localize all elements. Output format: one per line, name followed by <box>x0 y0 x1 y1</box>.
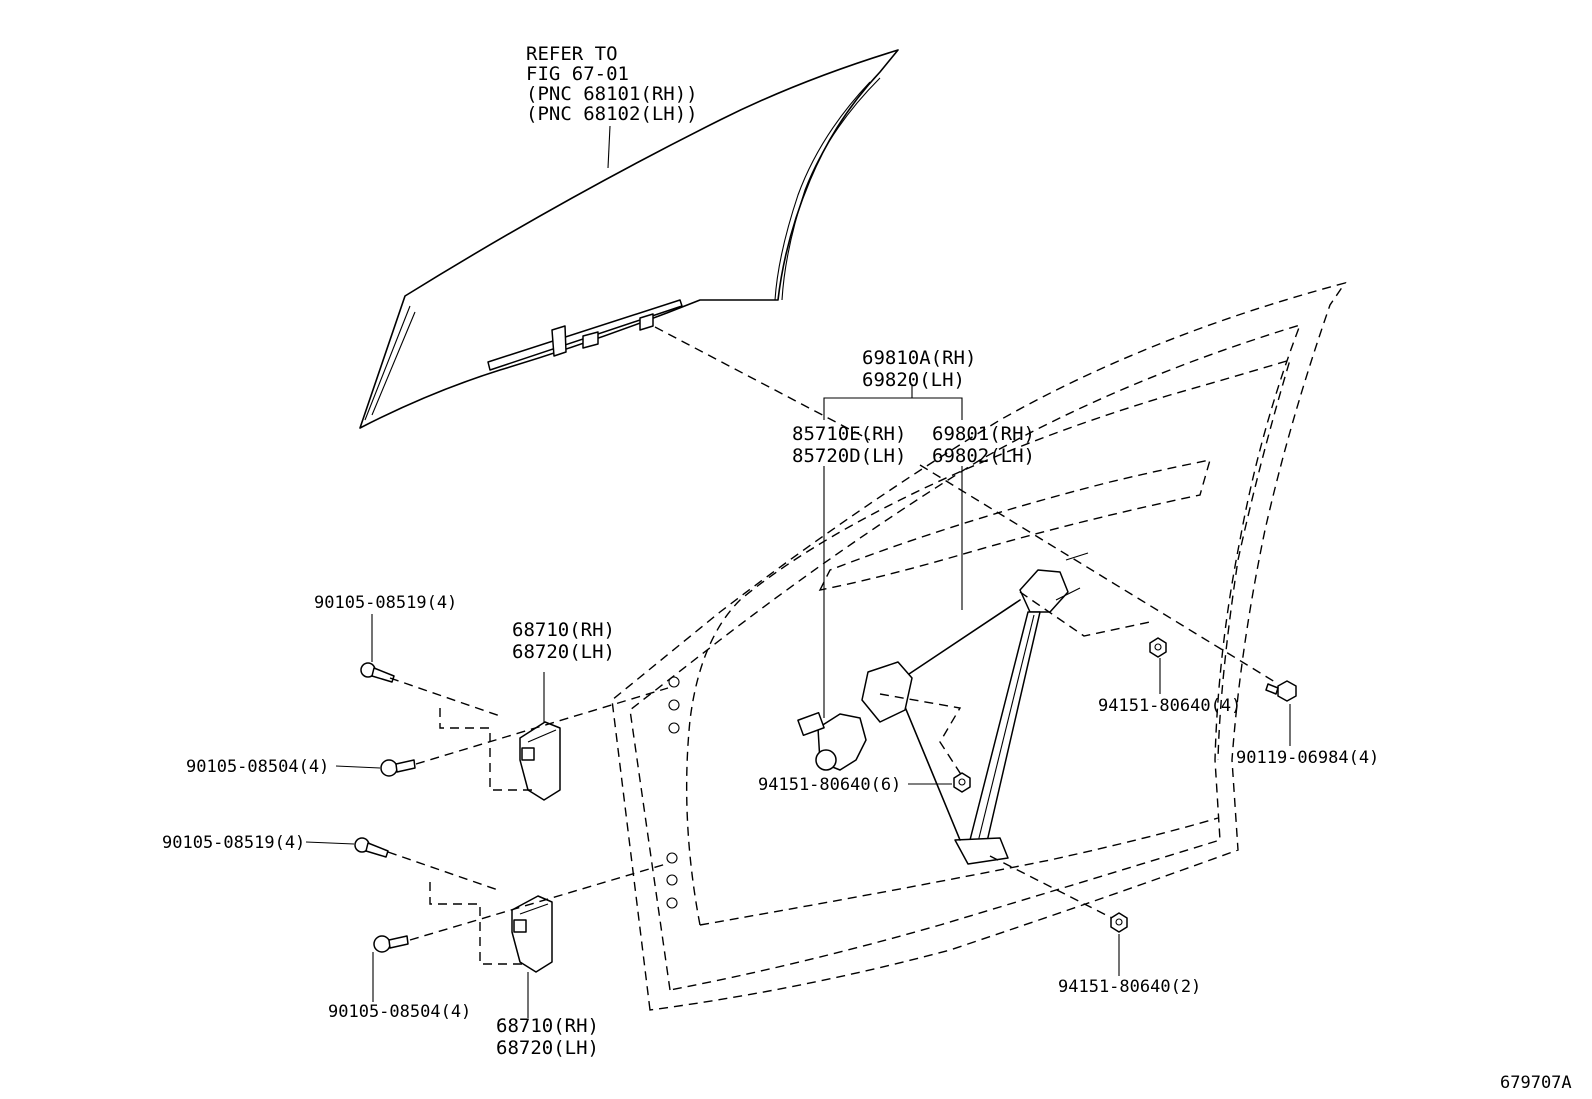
label-nut-2: 94151-80640(2) <box>1058 977 1201 997</box>
figure-id: 679707A <box>1500 1073 1572 1093</box>
leader-lines <box>305 125 1291 1018</box>
label-regulator-assy: 69810A(RH) 69820(LH) <box>862 347 976 391</box>
label-nut-6: 94151-80640(6) <box>758 775 901 795</box>
label-bolt-lower-2: 90105-08504(4) <box>328 1002 471 1022</box>
regulator-lh: 69802(LH) <box>932 445 1035 467</box>
hinge-lower-lh: 68720(LH) <box>496 1037 599 1059</box>
bolt-upper-2-icon <box>380 759 416 777</box>
hinge-upper-lh: 68720(LH) <box>512 641 615 663</box>
lower-hinge <box>511 895 553 973</box>
regulator-motor <box>797 711 867 771</box>
glass-ref-line-1: REFER TO <box>526 43 618 65</box>
label-bolt-lower-1: 90105-08519(4) <box>162 833 305 853</box>
hinge-holes <box>666 676 680 909</box>
assembly-lines <box>387 326 1276 965</box>
upper-hinge <box>519 721 561 801</box>
glass-ref-line-2: FIG 67-01 <box>526 63 629 85</box>
label-bolt-upper-2: 90105-08504(4) <box>186 757 329 777</box>
label-bolt-upper-1: 90105-08519(4) <box>314 593 457 613</box>
label-motor: 85710E(RH) 85720D(LH) <box>792 423 906 467</box>
bolt-lower-1-icon <box>354 837 389 858</box>
bolt-lower-2-icon <box>373 935 409 953</box>
door-panel <box>611 281 1347 1011</box>
door-glass <box>359 49 899 429</box>
window-regulator <box>861 552 1089 865</box>
nut-2-icon <box>1110 912 1128 933</box>
motor-rh: 85710E(RH) <box>792 423 906 445</box>
nut-4-icon <box>1149 637 1167 658</box>
label-bolt-rear: 90119-06984(4) <box>1236 748 1379 768</box>
hinge-lower-rh: 68710(RH) <box>496 1015 599 1037</box>
motor-lh: 85720D(LH) <box>792 445 906 467</box>
label-hinge-lower: 68710(RH) 68720(LH) <box>496 1015 599 1059</box>
label-glass-ref: REFER TO FIG 67-01 (PNC 68101(RH)) (PNC … <box>526 43 698 125</box>
hinge-upper-rh: 68710(RH) <box>512 619 615 641</box>
regulator-assy-rh: 69810A(RH) <box>862 347 976 369</box>
regulator-assy-lh: 69820(LH) <box>862 369 965 391</box>
regulator-rh: 69801(RH) <box>932 423 1035 445</box>
nut-6-icon <box>953 772 971 793</box>
label-nut-4: 94151-80640(4) <box>1098 696 1241 716</box>
glass-ref-line-3: (PNC 68101(RH)) <box>526 83 698 105</box>
bolt-upper-1-icon <box>360 662 395 683</box>
bolt-rear-icon <box>1265 680 1297 702</box>
label-regulator: 69801(RH) 69802(LH) <box>932 423 1035 467</box>
glass-ref-line-4: (PNC 68102(LH)) <box>526 103 698 125</box>
label-hinge-upper: 68710(RH) 68720(LH) <box>512 619 615 663</box>
